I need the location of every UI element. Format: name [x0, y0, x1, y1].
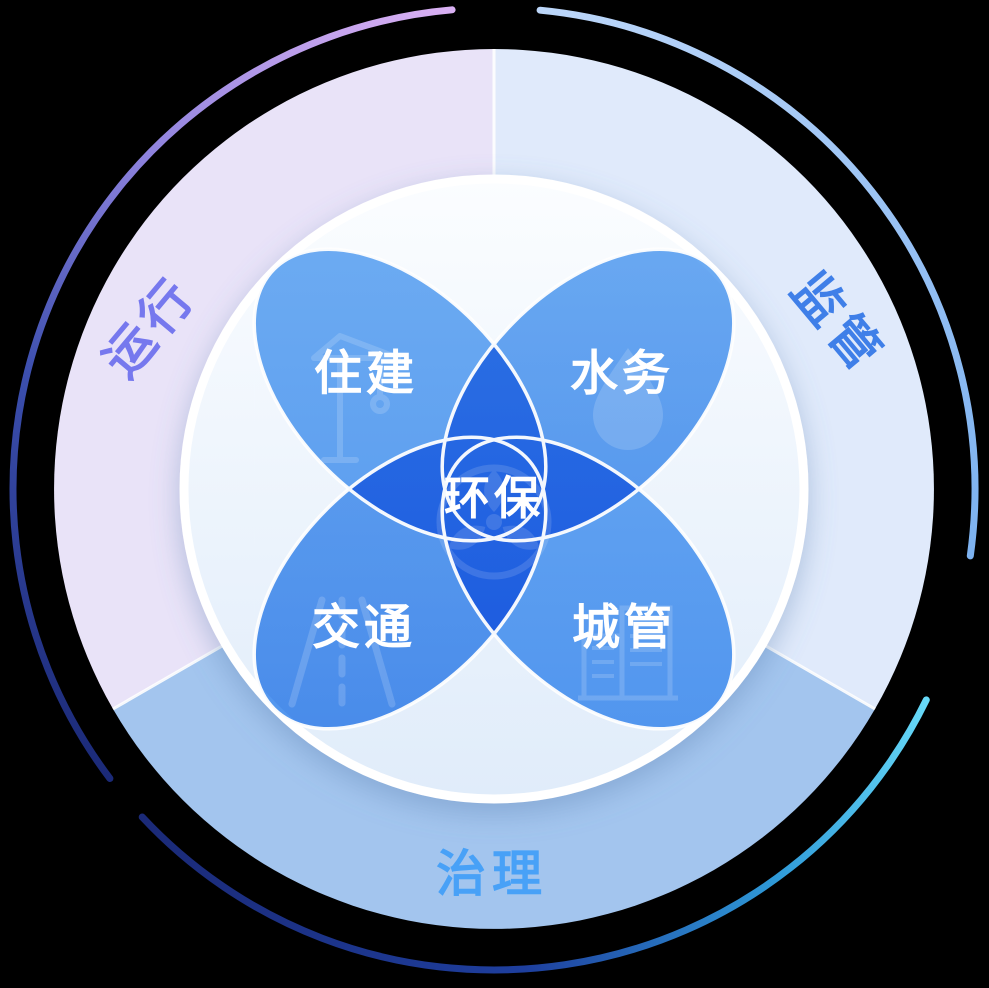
- outer-decorative-arcs: [9, 6, 979, 974]
- road-icon: [288, 596, 396, 708]
- petal-label-transport: 交通: [312, 602, 416, 655]
- petal-label-housing: 住建: [314, 348, 418, 401]
- center-label-environment: 环保: [444, 472, 544, 524]
- crane-icon: [311, 333, 401, 463]
- petal-label-water: 水务: [570, 348, 674, 401]
- petal-labels: 住建 水务 交通 城管 环保: [312, 348, 676, 655]
- arc-bottom-gradient: [138, 696, 930, 974]
- petal-outline-transport: [252, 435, 548, 731]
- petal-label-urban: 城管: [572, 602, 676, 655]
- petal-icons: [288, 333, 678, 708]
- ring-label-governance: 治理: [436, 846, 548, 902]
- petal-fills: [254, 249, 734, 729]
- water-drop-icon: [593, 348, 663, 450]
- arc-top-right-gradient: [536, 6, 979, 560]
- eco-wheel-icon: [436, 464, 552, 580]
- petal-outline-water: [440, 247, 736, 543]
- buildings-icon: [578, 605, 678, 701]
- arc-left-gradient: [9, 6, 456, 782]
- petal-pair-water-transport: [254, 249, 734, 729]
